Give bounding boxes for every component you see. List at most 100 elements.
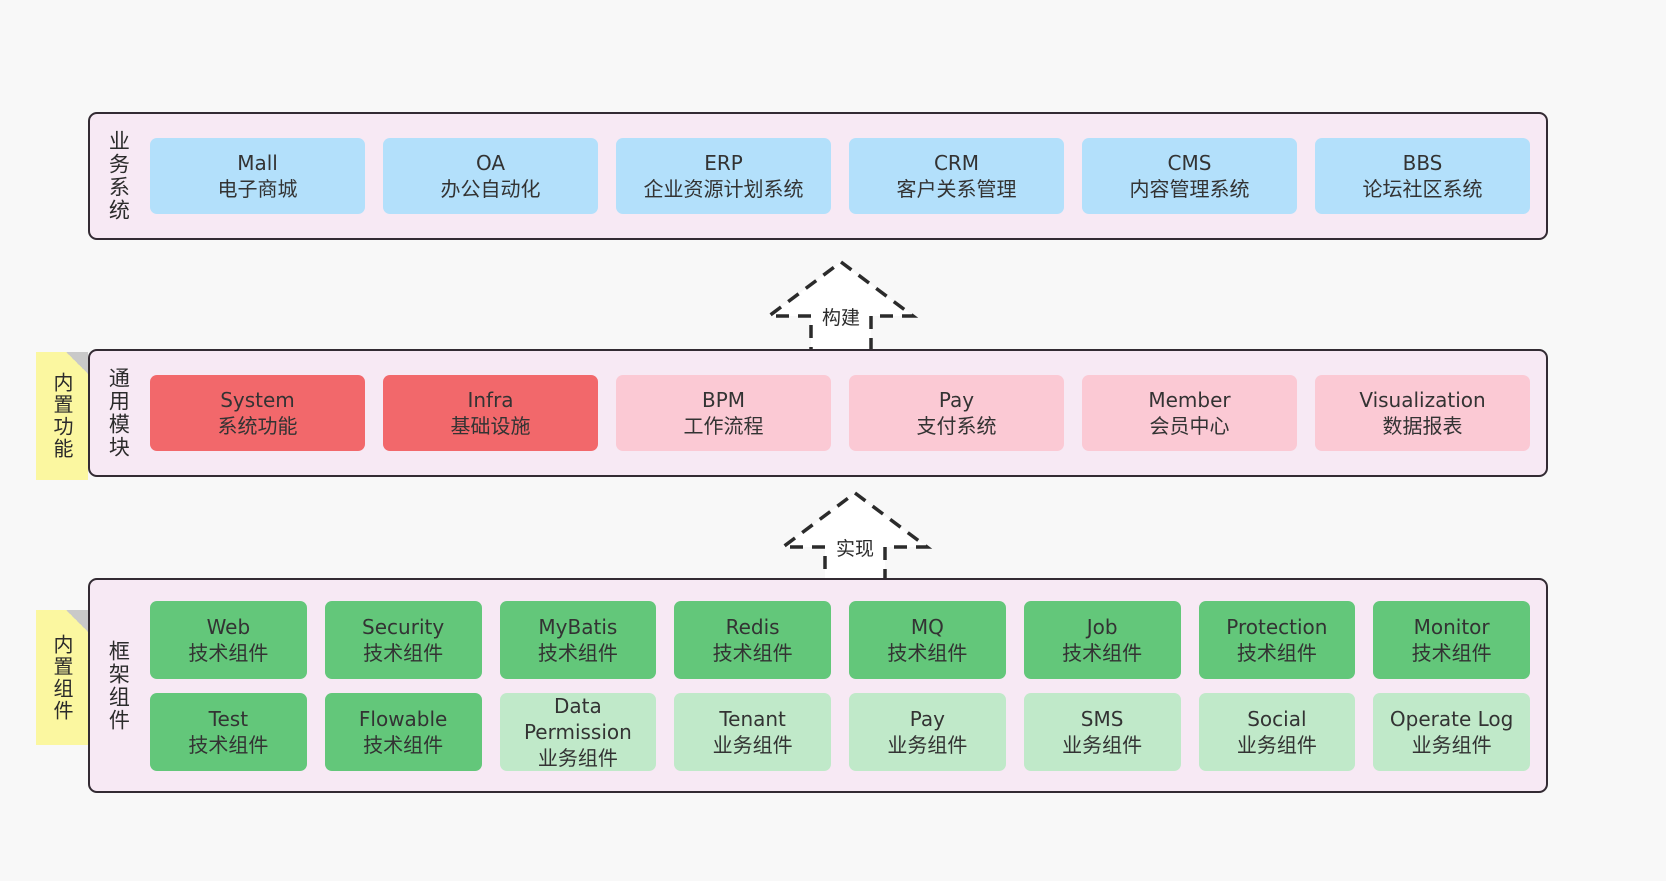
card-pay-business[interactable]: Pay 业务组件 [849, 692, 1006, 771]
card-title-cn: 业务组件 [712, 732, 793, 757]
card-title-cn: 基础设施 [450, 414, 531, 438]
card-title-en: CRM [933, 151, 980, 175]
sticky-note-builtin-features: 内置功能 [36, 352, 88, 480]
card-mq[interactable]: MQ 技术组件 [849, 600, 1006, 679]
layer-title-business: 业务系统 [106, 130, 131, 222]
card-title-en: ERP [704, 151, 743, 175]
card-title-en: Infra [467, 388, 514, 412]
card-infra[interactable]: Infra 基础设施 [383, 375, 598, 451]
card-title-en: Redis [725, 614, 780, 639]
card-title-en: Social [1247, 706, 1307, 731]
card-title-en: Mall [237, 151, 278, 175]
card-row: Mall 电子商城 OA 办公自动化 ERP 企业资源计划系统 CRM 客户关系… [150, 138, 1530, 214]
card-title-cn: 技术组件 [537, 640, 618, 665]
card-system[interactable]: System 系统功能 [150, 375, 365, 451]
card-title-cn: 技术组件 [363, 640, 444, 665]
card-title-en: Protection [1226, 614, 1328, 639]
layer-title-common: 通用模块 [106, 367, 131, 459]
card-title-cn: 业务组件 [537, 745, 618, 770]
arrow-up-dashed-icon [777, 490, 933, 585]
card-title-cn: 工作流程 [683, 414, 764, 438]
card-title-cn: 业务组件 [1236, 732, 1317, 757]
sticky-note-builtin-components: 内置组件 [36, 610, 88, 745]
card-visualization[interactable]: Visualization 数据报表 [1315, 375, 1530, 451]
card-title-en: System [220, 388, 295, 412]
card-title-cn: 技术组件 [363, 732, 444, 757]
card-social[interactable]: Social 业务组件 [1198, 692, 1356, 771]
card-title-en: Data Permission [523, 693, 632, 744]
layer-framework-components: 框架组件 Web 技术组件 Security 技术组件 MyBatis 技术组件… [88, 578, 1548, 793]
card-title-cn: 支付系统 [916, 414, 997, 438]
card-pay[interactable]: Pay 支付系统 [849, 375, 1064, 451]
card-title-en: Pay [938, 388, 975, 412]
card-tenant[interactable]: Tenant 业务组件 [674, 692, 831, 771]
card-title-cn: 业务组件 [887, 732, 968, 757]
card-title-cn: 业务组件 [1411, 732, 1492, 757]
card-title-cn: 系统功能 [217, 414, 298, 438]
card-title-en: Tenant [719, 706, 786, 731]
card-cms[interactable]: CMS 内容管理系统 [1082, 138, 1297, 214]
card-title-en: Member [1148, 388, 1231, 412]
card-title-en: CMS [1167, 151, 1212, 175]
card-title-cn: 数据报表 [1382, 414, 1463, 438]
card-title-en: MQ [910, 614, 944, 639]
card-bpm[interactable]: BPM 工作流程 [616, 375, 831, 451]
card-title-cn: 技术组件 [712, 640, 793, 665]
arrow-build: 构建 [761, 258, 921, 356]
card-title-cn: 内容管理系统 [1129, 177, 1250, 201]
card-title-cn: 会员中心 [1149, 414, 1230, 438]
card-row: Web 技术组件 Security 技术组件 MyBatis 技术组件 Redi… [150, 600, 1530, 679]
card-title-en: Monitor [1413, 614, 1490, 639]
card-title-cn: 技术组件 [1236, 640, 1317, 665]
card-operate-log[interactable]: Operate Log 业务组件 [1373, 692, 1530, 771]
card-title-cn: 技术组件 [1411, 640, 1492, 665]
card-member[interactable]: Member 会员中心 [1082, 375, 1297, 451]
card-title-en: Job [1086, 614, 1118, 639]
card-title-en: Visualization [1359, 388, 1486, 412]
card-title-cn: 客户关系管理 [896, 177, 1017, 201]
card-bbs[interactable]: BBS 论坛社区系统 [1315, 138, 1530, 214]
arrow-implement: 实现 [775, 489, 935, 587]
card-mall[interactable]: Mall 电子商城 [150, 138, 365, 214]
card-title-cn: 业务组件 [1062, 732, 1143, 757]
arrow-up-dashed-icon [763, 259, 919, 354]
card-web[interactable]: Web 技术组件 [150, 600, 307, 679]
card-title-cn: 技术组件 [887, 640, 968, 665]
card-title-en: BBS [1402, 151, 1443, 175]
card-row: Test 技术组件 Flowable 技术组件 Data Permission … [150, 692, 1530, 771]
card-job[interactable]: Job 技术组件 [1023, 600, 1181, 679]
card-monitor[interactable]: Monitor 技术组件 [1373, 600, 1530, 679]
card-row: System 系统功能 Infra 基础设施 BPM 工作流程 Pay 支付系统… [150, 375, 1530, 451]
card-title-cn: 办公自动化 [440, 177, 541, 201]
card-sms[interactable]: SMS 业务组件 [1023, 692, 1181, 771]
layer-body-framework: Web 技术组件 Security 技术组件 MyBatis 技术组件 Redi… [136, 586, 1536, 785]
card-security[interactable]: Security 技术组件 [324, 600, 482, 679]
card-title-en: Flowable [358, 706, 448, 731]
card-title-en: Security [362, 614, 445, 639]
card-crm[interactable]: CRM 客户关系管理 [849, 138, 1064, 214]
card-title-cn: 技术组件 [188, 640, 269, 665]
card-title-en: Operate Log [1389, 706, 1514, 731]
card-mybatis[interactable]: MyBatis 技术组件 [499, 600, 657, 679]
card-title-en: Pay [909, 706, 945, 731]
card-title-cn: 技术组件 [188, 732, 269, 757]
card-protection[interactable]: Protection 技术组件 [1198, 600, 1356, 679]
card-title-cn: 论坛社区系统 [1362, 177, 1483, 201]
card-title-en: Web [206, 614, 251, 639]
layer-common-modules: 通用模块 System 系统功能 Infra 基础设施 BPM 工作流程 Pay… [88, 349, 1548, 477]
card-flowable[interactable]: Flowable 技术组件 [324, 692, 482, 771]
card-title-cn: 企业资源计划系统 [643, 177, 804, 201]
card-oa[interactable]: OA 办公自动化 [383, 138, 598, 214]
card-title-cn: 技术组件 [1062, 640, 1143, 665]
card-data-permission[interactable]: Data Permission 业务组件 [499, 692, 657, 771]
card-redis[interactable]: Redis 技术组件 [674, 600, 831, 679]
layer-title-framework: 框架组件 [106, 639, 131, 732]
card-test[interactable]: Test 技术组件 [150, 692, 307, 771]
layer-body-common: System 系统功能 Infra 基础设施 BPM 工作流程 Pay 支付系统… [136, 357, 1536, 469]
card-title-en: OA [475, 151, 506, 175]
card-erp[interactable]: ERP 企业资源计划系统 [616, 138, 831, 214]
layer-body-business: Mall 电子商城 OA 办公自动化 ERP 企业资源计划系统 CRM 客户关系… [136, 120, 1536, 232]
card-title-en: BPM [701, 388, 746, 412]
card-title-en: MyBatis [538, 614, 618, 639]
